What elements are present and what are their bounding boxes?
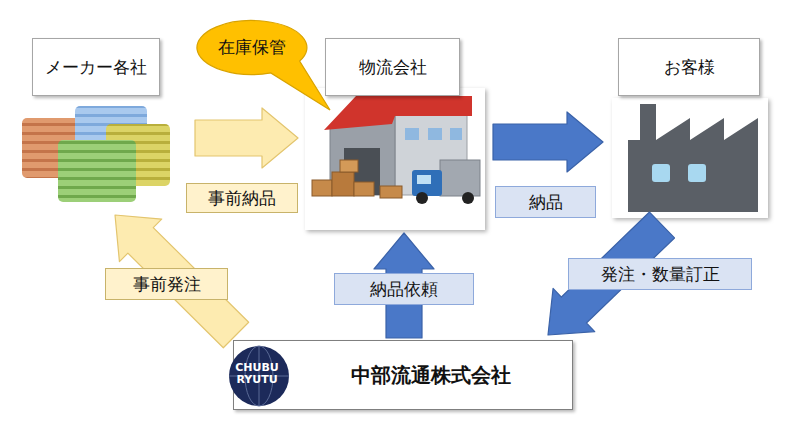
edge-label: 事前納品 [186, 183, 298, 213]
maker-buildings [22, 106, 170, 202]
flow-arrow [493, 112, 603, 172]
warehouse-picture [305, 88, 485, 230]
factory-picture [612, 98, 768, 218]
edge-label: 事前発注 [105, 268, 228, 300]
callout-bubble: 在庫保管 [197, 20, 307, 75]
edge-label: 納品依頼 [334, 273, 474, 305]
node-text: 在庫保管 [218, 37, 286, 57]
logo-text: CHUBU RYUTU [233, 362, 281, 385]
edge-label: 発注・数量訂正 [568, 258, 752, 290]
label-box: お客様 [618, 38, 760, 96]
node-text: メーカー各社 [45, 57, 147, 77]
edge-label-text: 発注・数量訂正 [601, 264, 720, 284]
node-text: お客様 [664, 57, 715, 77]
label-box: 物流会社 [325, 38, 460, 96]
flow-arrow [195, 108, 298, 168]
logistics-node: 物流会社 [305, 38, 485, 230]
customer-node: お客様 [612, 38, 768, 220]
flow-arrow [115, 215, 249, 348]
maker-node: メーカー各社 [20, 38, 172, 200]
edge-label-text: 納品依頼 [370, 279, 438, 299]
node-text: 物流会社 [359, 57, 427, 77]
edge-label-text: 事前発注 [133, 274, 201, 294]
edge-label: 納品 [495, 186, 596, 218]
label-box: メーカー各社 [32, 38, 160, 96]
node-text: 中部流通株式会社 [351, 363, 511, 387]
company-box: 中部流通株式会社 CHUBU RYUTU [233, 340, 573, 410]
edge-label-text: 納品 [529, 192, 563, 212]
edge-label-text: 事前納品 [208, 188, 276, 208]
